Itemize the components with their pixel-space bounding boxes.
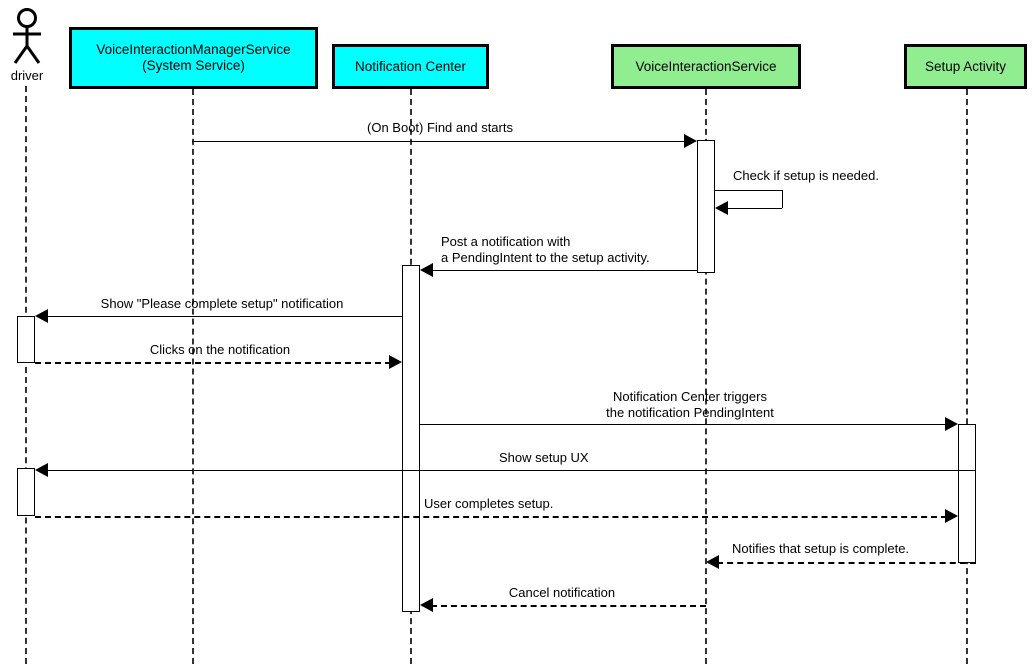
message-label-m3-line2: a PendingIntent to the setup activity.	[441, 250, 650, 265]
message-label-m4: Show "Please complete setup" notificatio…	[100, 296, 344, 311]
participant-label-vis: VoiceInteractionService	[635, 58, 777, 74]
vis-activation-1	[697, 140, 715, 273]
message-arrowhead-m10	[420, 598, 433, 612]
participant-box-vims[interactable]: VoiceInteractionManagerService(System Se…	[69, 27, 318, 89]
message-label-m5: Clicks on the notification	[149, 342, 291, 357]
message-line-m2-bottom	[726, 208, 782, 209]
message-line-m8	[35, 516, 947, 518]
message-label-m3-line1: Post a notification with	[441, 234, 571, 249]
notification-activation	[402, 265, 420, 612]
actor-driver-label: driver	[10, 68, 44, 83]
driver-activation-1	[17, 316, 35, 363]
participant-label-vims: VoiceInteractionManagerService	[96, 42, 291, 57]
participant-box-vis[interactable]: VoiceInteractionService	[611, 44, 801, 89]
message-arrowhead-m6	[945, 417, 958, 431]
message-line-m10	[431, 605, 706, 607]
message-arrowhead-m5	[389, 355, 402, 369]
message-arrowhead-m8	[945, 509, 958, 523]
message-line-m7	[46, 470, 976, 471]
message-arrowhead-m9	[706, 555, 719, 569]
message-arrowhead-m4	[35, 309, 48, 323]
setup-activation	[958, 424, 976, 563]
participant-label-notification_center: Notification Center	[354, 58, 467, 74]
lifeline-vis	[705, 89, 707, 664]
lifeline-setup_activity	[966, 89, 968, 664]
message-arrowhead-m2	[715, 201, 728, 215]
driver-activation-2	[17, 468, 35, 516]
message-label-m6-line2: the notification PendingIntent	[606, 405, 774, 420]
participant-box-notification_center[interactable]: Notification Center	[332, 44, 489, 89]
participant-sublabel-vims: (System Service)	[142, 58, 245, 73]
participant-label-setup_activity: Setup Activity	[924, 58, 1007, 74]
message-arrowhead-m1	[684, 134, 697, 148]
message-arrowhead-m3	[420, 263, 433, 277]
lifeline-vims	[192, 89, 194, 664]
actor-driver-figure	[6, 8, 48, 68]
message-arrowhead-m7	[35, 463, 48, 477]
message-line-m4	[46, 316, 402, 317]
message-label-m2: Check if setup is needed.	[733, 168, 879, 183]
message-line-m6	[420, 424, 947, 425]
message-line-m3	[431, 270, 697, 271]
message-line-m1	[192, 141, 686, 142]
participant-box-setup_activity[interactable]: Setup Activity	[904, 44, 1027, 89]
message-line-m2-top	[715, 190, 782, 191]
lifeline-driver	[25, 86, 27, 664]
message-label-m7: Show setup UX	[499, 450, 589, 465]
message-label-m9: Notifies that setup is complete.	[732, 541, 910, 556]
message-line-m9	[717, 562, 976, 564]
message-label-m8: User completes setup.	[424, 496, 554, 511]
message-line-m2-side	[782, 190, 783, 208]
message-label-m1: (On Boot) Find and starts	[367, 120, 513, 135]
message-label-m10: Cancel notification	[508, 585, 616, 600]
message-label-m6-line1: Notification Center triggers	[613, 389, 767, 404]
message-line-m5	[35, 362, 391, 364]
